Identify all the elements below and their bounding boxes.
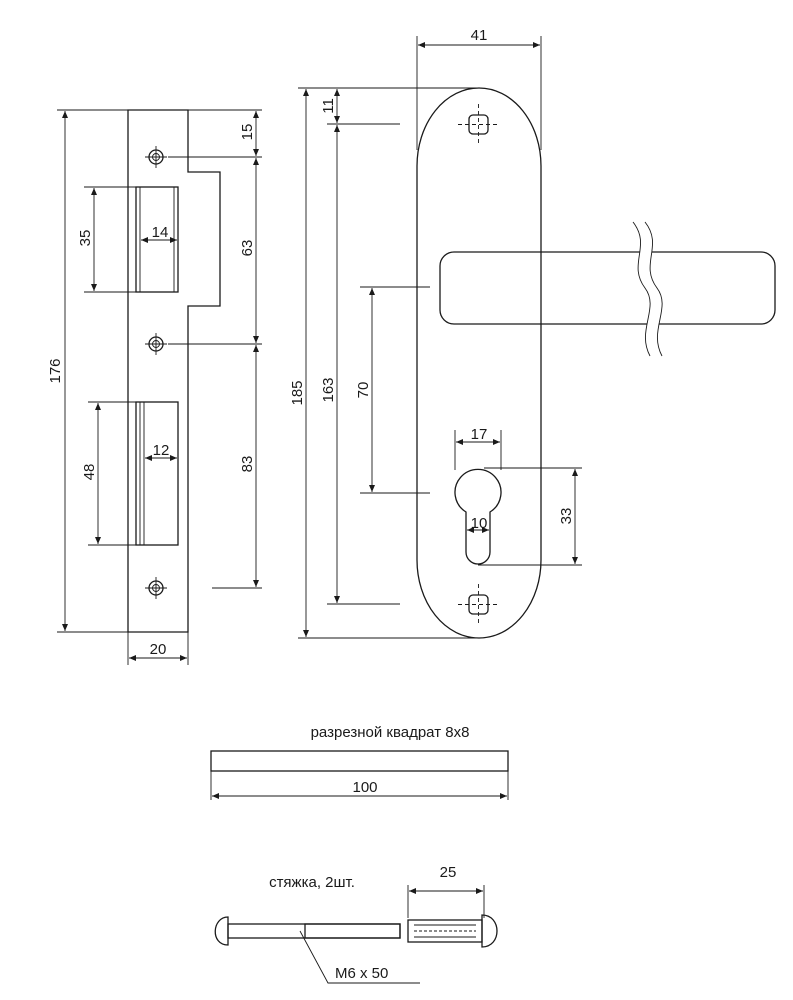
dim-cylinder-narrow: 10 <box>471 515 488 532</box>
spindle-caption: разрезной квадрат 8х8 <box>311 724 470 741</box>
dim-strike-lower-hole: 83 <box>239 456 256 473</box>
plate-hole-bottom-icon <box>458 584 500 626</box>
dim-strike-lower-opening: 48 <box>81 464 98 481</box>
dim-strike-upper-depth: 14 <box>152 224 169 241</box>
dim-strike-hole-spacing: 63 <box>239 240 256 257</box>
dim-handle-to-cylinder: 70 <box>355 382 372 399</box>
strike-hole-bottom-icon <box>145 577 167 599</box>
cylinder-keyhole <box>454 468 502 565</box>
strike-plate-outline <box>127 109 221 633</box>
strike-plate: 176 15 63 83 35 48 14 12 20 <box>47 109 262 665</box>
thread-leader <box>299 930 420 984</box>
screw-caption: стяжка, 2шт. <box>269 874 355 891</box>
dim-cylinder-height: 33 <box>558 508 575 525</box>
strike-hole-top-icon <box>145 146 167 168</box>
dim-cylinder-width: 17 <box>471 426 488 443</box>
spindle-bar <box>210 750 509 772</box>
strike-hole-middle-icon <box>145 333 167 355</box>
strike-lower-opening <box>135 401 179 546</box>
spindle: разрезной квадрат 8х8 100 <box>210 724 509 800</box>
dim-plate-width: 41 <box>471 27 488 44</box>
bolt-shank <box>227 923 401 939</box>
bolt-thread <box>304 923 401 939</box>
dim-sleeve-length: 25 <box>440 864 457 881</box>
lever-handle <box>439 221 776 357</box>
connecting-screw: стяжка, 2шт. 25 M6 x 50 <box>214 864 498 984</box>
dim-spindle-length: 100 <box>352 779 377 796</box>
handle-plate-outline <box>416 87 542 639</box>
thread-spec: M6 x 50 <box>335 965 388 982</box>
dim-plate-hole-spacing: 163 <box>320 377 337 402</box>
dim-strike-upper-opening: 35 <box>77 230 94 247</box>
plate-hole-top-icon <box>458 104 500 146</box>
dim-strike-top-hole: 15 <box>239 124 256 141</box>
dim-strike-lower-depth: 12 <box>153 442 170 459</box>
dim-strike-height: 176 <box>47 358 64 383</box>
dim-strike-width: 20 <box>150 641 167 658</box>
handle-plate: 41 185 11 163 70 17 10 33 <box>289 27 776 639</box>
dim-plate-total-height: 185 <box>289 380 306 405</box>
bolt-head <box>214 916 229 946</box>
sleeve-head <box>481 914 498 948</box>
dim-plate-top-offset: 11 <box>320 98 337 114</box>
strike-upper-opening <box>135 186 179 293</box>
